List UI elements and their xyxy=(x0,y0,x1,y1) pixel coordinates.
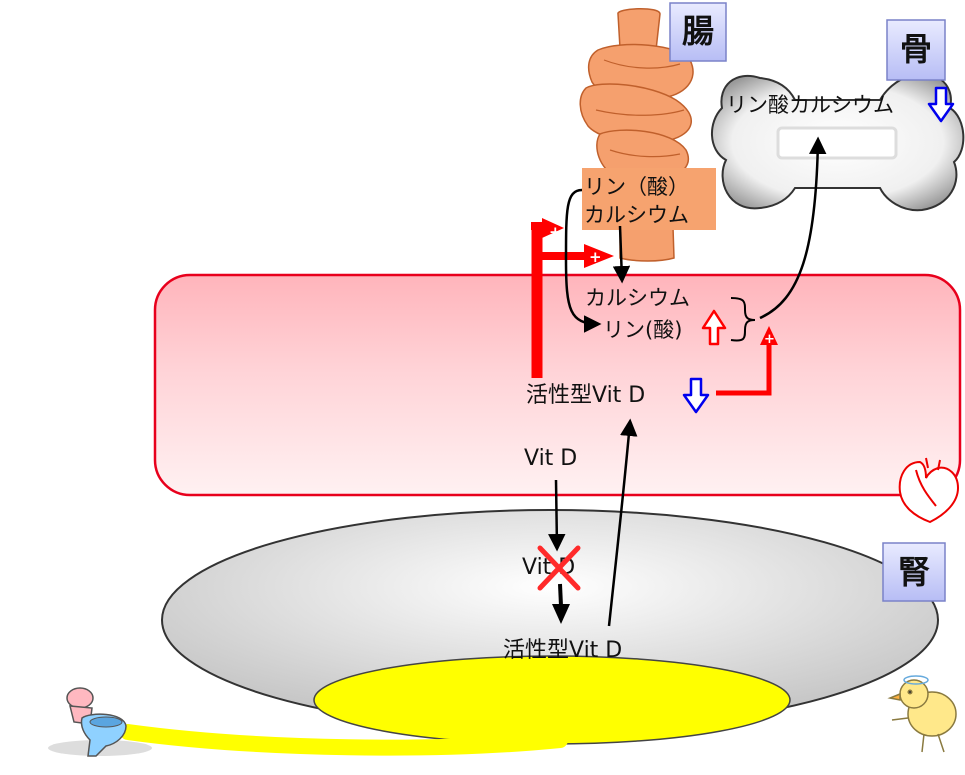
promote-arrows xyxy=(531,218,778,396)
plus-sign: + xyxy=(764,332,775,347)
blood-vitd-label: Vit D xyxy=(524,446,577,471)
kidney-tag-label: 腎 xyxy=(898,553,930,591)
toilet-icon xyxy=(48,687,152,757)
x-mark-icon xyxy=(537,545,581,591)
bone-mineral-label: リン酸カルシウム xyxy=(726,93,894,117)
chick-icon xyxy=(887,675,957,753)
intestine-tag-label: 腸 xyxy=(682,12,714,50)
bone-tag-label: 骨 xyxy=(900,30,932,68)
blood-calcium-label: カルシウム xyxy=(585,286,690,310)
kidney-tag: 腎 xyxy=(882,542,946,602)
down-arrow-icon xyxy=(682,377,710,414)
intestine-absorption-box xyxy=(582,168,716,230)
plus-sign: + xyxy=(589,248,602,266)
intestine-phosphate-label: リン（酸） xyxy=(584,175,689,199)
kidney-active-vitd-label: 活性型Vit D xyxy=(503,638,622,663)
urine-pool xyxy=(313,655,791,745)
conversion-arrow-head xyxy=(552,604,570,624)
kidney xyxy=(161,509,939,745)
brace xyxy=(730,297,756,342)
heart-icon xyxy=(898,457,960,524)
bone-tag: 骨 xyxy=(886,19,946,81)
down-arrow-icon xyxy=(927,86,955,123)
intestine-calcium-label: カルシウム xyxy=(584,203,689,227)
conversion-arrow xyxy=(558,583,563,607)
blood-active-vitd-label: 活性型Vit D xyxy=(526,383,645,408)
up-arrow-icon xyxy=(701,309,727,346)
plus-sign: + xyxy=(549,223,562,241)
intestine-tag: 腸 xyxy=(669,2,727,62)
bone xyxy=(710,72,965,212)
blood-phosphate-label: リン(酸) xyxy=(603,318,682,342)
blood-compartment xyxy=(153,273,962,497)
urine-stream xyxy=(120,724,568,756)
flow-arrows xyxy=(548,136,827,627)
